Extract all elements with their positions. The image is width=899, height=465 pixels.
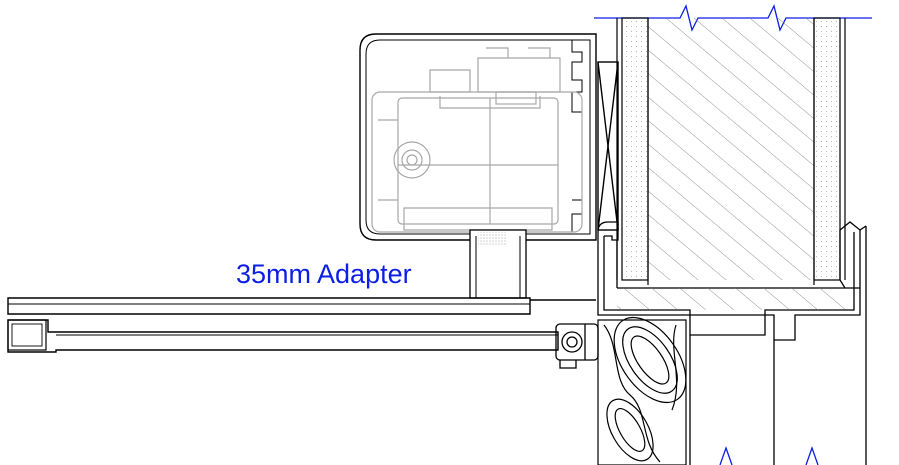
timber-frame-section: [597, 316, 687, 465]
closer-housing: [359, 33, 619, 241]
link-arm: [7, 319, 559, 353]
arm-plate: [7, 297, 596, 315]
adapter-block: [469, 229, 527, 299]
adapter-callout-label: 35mm Adapter: [236, 259, 412, 289]
closer-mechanism: [371, 47, 583, 233]
bottom-break-marks: [719, 446, 819, 465]
door-frame-profile: [597, 221, 867, 465]
arm-shoe-bracket: [555, 323, 599, 369]
door-panel-section: [616, 17, 846, 285]
